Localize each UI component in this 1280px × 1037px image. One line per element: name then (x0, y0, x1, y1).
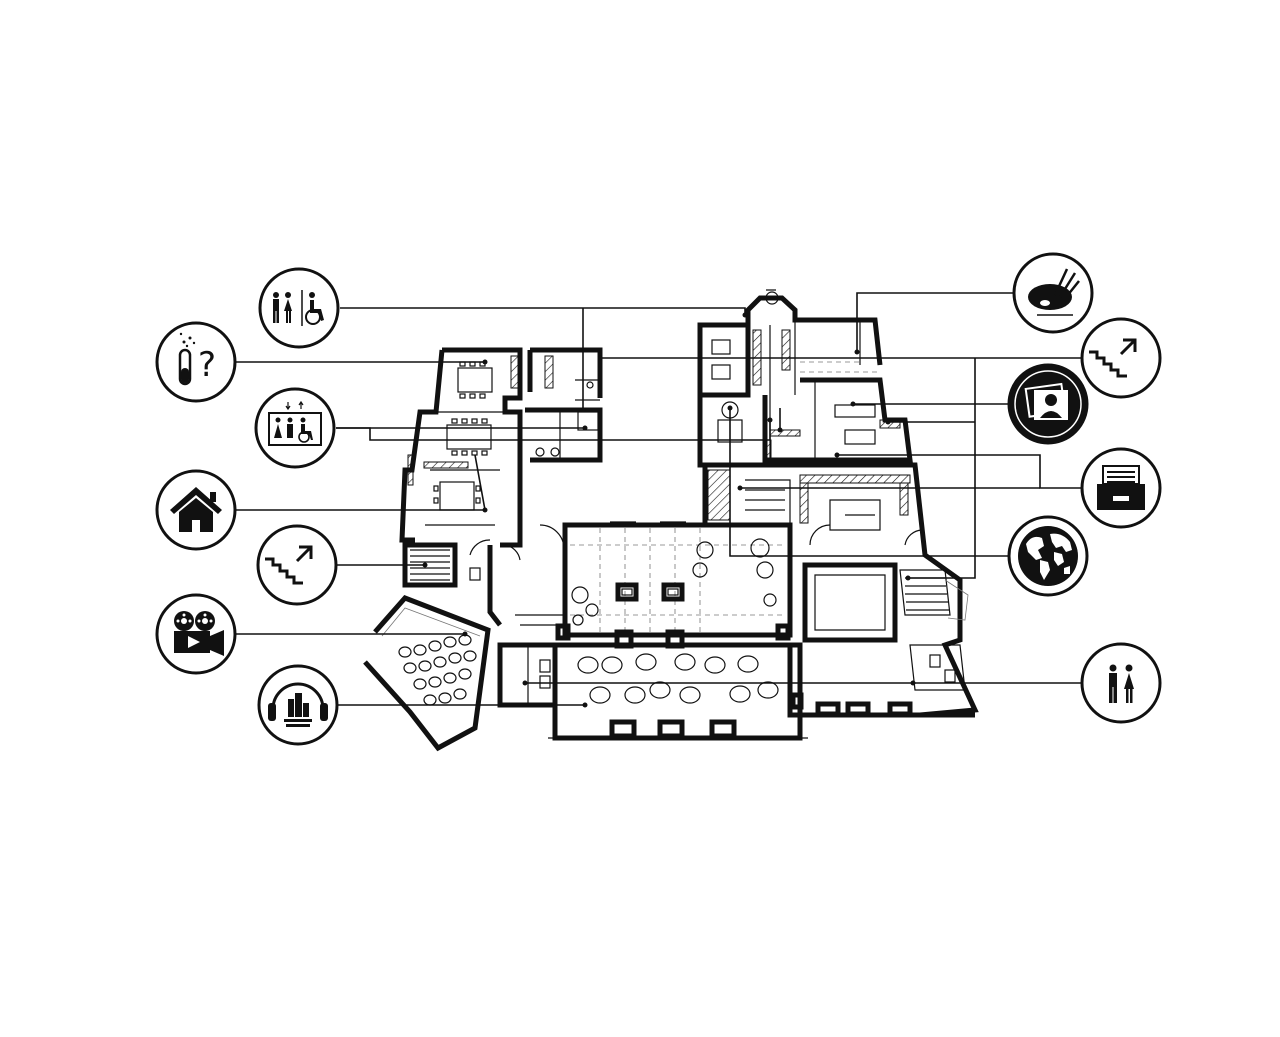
leader-endpoints (422, 312, 916, 708)
house-icon (155, 469, 237, 551)
archive-box-icon (1080, 447, 1162, 529)
test-tube-question-icon: ? (155, 321, 237, 403)
movie-camera-icon (155, 593, 237, 675)
stairs-up-icon (256, 524, 338, 606)
headphones-books-icon (257, 664, 339, 746)
left-icon-column: ? (155, 267, 340, 746)
palette-brush-icon (1012, 252, 1094, 334)
elevator-accessible-icon (254, 387, 336, 469)
portrait-photos-icon (1007, 363, 1089, 445)
restroom-icon (1080, 642, 1162, 724)
auditorium (363, 595, 491, 752)
right-icon-column (1007, 252, 1162, 724)
west-wing (399, 347, 603, 588)
east-wing-north (697, 289, 913, 468)
restroom-block-south (497, 642, 558, 708)
east-wing-south (702, 462, 979, 718)
stairs-up-icon (1080, 317, 1162, 399)
question-mark-label: ? (198, 345, 216, 385)
globe-icon (1007, 515, 1089, 597)
restroom-and-wheelchair-icon (258, 267, 340, 349)
corridor-wall (487, 545, 502, 627)
